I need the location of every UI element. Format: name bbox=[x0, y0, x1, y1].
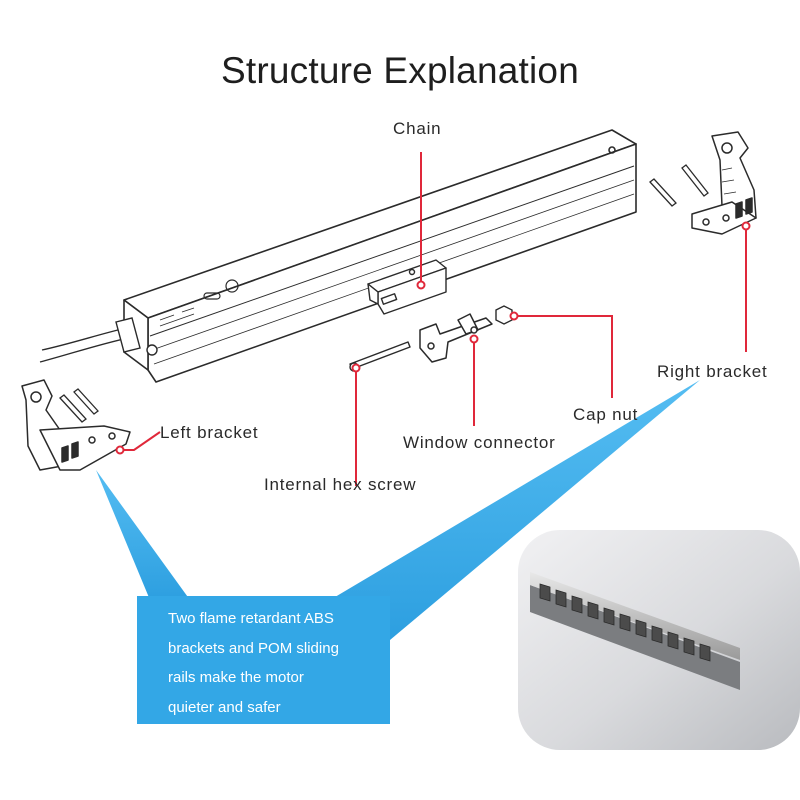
label-internal-hex-screw: Internal hex screw bbox=[264, 475, 417, 494]
callout-line-1: Two flame retardant ABS bbox=[168, 610, 334, 627]
callout-pointer-left bbox=[96, 470, 190, 600]
motor-housing bbox=[123, 129, 637, 383]
callout-line-2: brackets and POM sliding bbox=[168, 639, 339, 657]
callout-line-3: rails make the motor bbox=[168, 669, 304, 686]
label-window-connector: Window connector bbox=[403, 433, 556, 452]
callout-line-4: quieter and safer bbox=[168, 698, 281, 716]
left-bracket-drawing bbox=[21, 379, 131, 471]
leader-end-dots bbox=[115, 221, 751, 455]
window-connector-drawing bbox=[419, 313, 493, 363]
leader-cap-nut bbox=[516, 315, 613, 398]
motor-panel-details bbox=[159, 279, 239, 327]
label-left-bracket: Left bracket bbox=[160, 423, 259, 442]
label-cap-nut: Cap nut bbox=[573, 405, 639, 424]
leader-lines bbox=[122, 152, 747, 486]
leader-left-bracket bbox=[122, 431, 161, 451]
dot-right-bracket bbox=[741, 221, 751, 231]
right-bracket-screws bbox=[649, 164, 709, 207]
dot-left-bracket bbox=[115, 445, 125, 455]
label-right-bracket: Right bracket bbox=[657, 362, 768, 381]
chain-closeup-photo bbox=[518, 530, 800, 750]
callout-box: Two flame retardant ABS brackets and POM… bbox=[137, 596, 390, 724]
chain-slider bbox=[367, 259, 447, 315]
dot-window-connector bbox=[469, 334, 479, 344]
page-title: Structure Explanation bbox=[221, 50, 579, 91]
cap-nut-drawing bbox=[495, 305, 513, 325]
dot-cap-nut bbox=[509, 311, 519, 321]
left-bracket-screws bbox=[59, 388, 99, 423]
dot-chain bbox=[416, 280, 426, 290]
callout-pointer-right bbox=[330, 380, 700, 640]
dot-hex-screw bbox=[351, 363, 361, 373]
right-bracket-drawing bbox=[691, 131, 757, 235]
power-cable bbox=[39, 317, 158, 363]
label-chain: Chain bbox=[393, 119, 442, 138]
